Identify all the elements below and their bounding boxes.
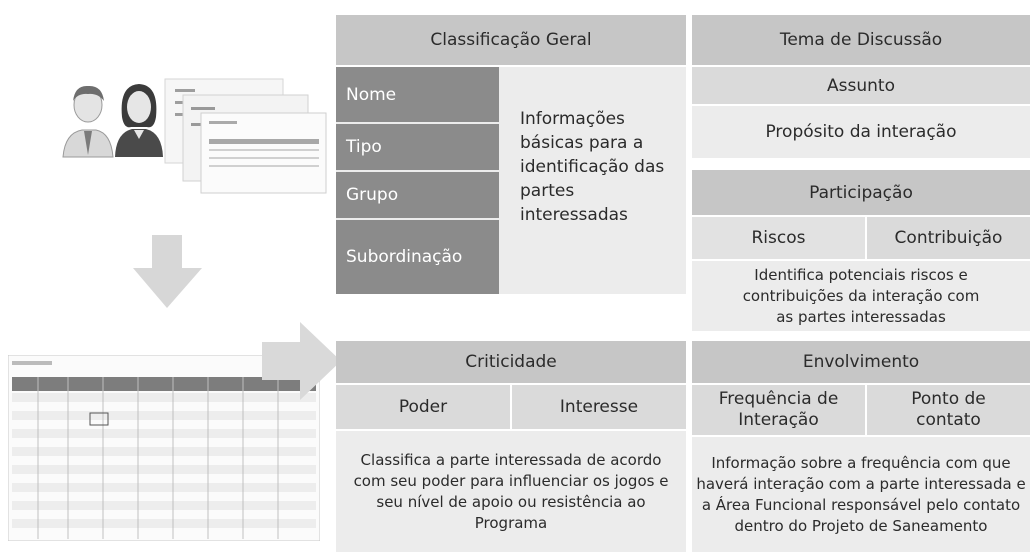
frequencia-cell: Frequência de Interação bbox=[692, 385, 865, 435]
woman-icon bbox=[115, 84, 163, 157]
right-arrow-icon bbox=[262, 322, 342, 400]
interesse-cell: Interesse bbox=[512, 385, 686, 429]
riscos-cell: Riscos bbox=[692, 217, 865, 259]
criticidade-header: Criticidade bbox=[336, 341, 686, 383]
field-grupo: Grupo bbox=[336, 172, 499, 218]
down-arrow-icon bbox=[130, 235, 205, 310]
tema-title: Tema de Discussão bbox=[779, 30, 943, 50]
criticidade-body: Classifica a parte interessada de acordo… bbox=[336, 431, 686, 552]
participacao-title: Participação bbox=[809, 182, 913, 203]
classificacao-header: Classificação Geral bbox=[336, 15, 686, 65]
assunto-title: Assunto bbox=[827, 75, 895, 96]
contribuicao-cell: Contribuição bbox=[867, 217, 1030, 259]
envolvimento-description: Informação sobre a frequência com que ha… bbox=[696, 453, 1026, 535]
interesse-label: Interesse bbox=[559, 397, 639, 417]
classificacao-title: Classificação Geral bbox=[430, 30, 592, 50]
field-subordinacao: Subordinação bbox=[336, 220, 499, 294]
field-tipo: Tipo bbox=[336, 124, 499, 170]
assunto-body: Propósito da interação bbox=[692, 106, 1030, 158]
field-tipo-label: Tipo bbox=[346, 137, 382, 157]
tema-header: Tema de Discussão bbox=[692, 15, 1030, 65]
field-grupo-label: Grupo bbox=[346, 185, 399, 205]
assunto-header: Assunto bbox=[692, 67, 1030, 104]
poder-label: Poder bbox=[398, 397, 448, 417]
frequencia-label: Frequência de Interação bbox=[718, 389, 839, 430]
participacao-header: Participação bbox=[692, 170, 1030, 215]
assunto-description: Propósito da interação bbox=[765, 122, 957, 142]
poder-cell: Poder bbox=[336, 385, 510, 429]
documents-icon bbox=[164, 78, 327, 194]
participacao-body: Identifica potenciais riscos e contribui… bbox=[692, 261, 1030, 331]
classificacao-description: Informações básicas para a identificação… bbox=[520, 109, 665, 225]
people-illustration bbox=[55, 75, 375, 195]
envolvimento-title: Envolvimento bbox=[802, 352, 920, 372]
man-icon bbox=[62, 85, 114, 158]
field-subordinacao-label: Subordinação bbox=[346, 247, 463, 267]
participacao-description: Identifica potenciais riscos e contribui… bbox=[742, 265, 980, 326]
spreadsheet-thumbnail bbox=[7, 354, 321, 542]
contribuicao-label: Contribuição bbox=[894, 228, 1003, 248]
ponto-label: Ponto de contato bbox=[911, 389, 986, 430]
envolvimento-header: Envolvimento bbox=[692, 341, 1030, 383]
ponto-cell: Ponto de contato bbox=[867, 385, 1030, 435]
riscos-label: Riscos bbox=[751, 228, 806, 248]
field-nome: Nome bbox=[336, 67, 499, 122]
field-nome-label: Nome bbox=[346, 84, 397, 105]
criticidade-title: Criticidade bbox=[465, 352, 557, 372]
criticidade-description: Classifica a parte interessada de acordo… bbox=[353, 450, 669, 532]
envolvimento-body: Informação sobre a frequência com que ha… bbox=[692, 437, 1030, 552]
